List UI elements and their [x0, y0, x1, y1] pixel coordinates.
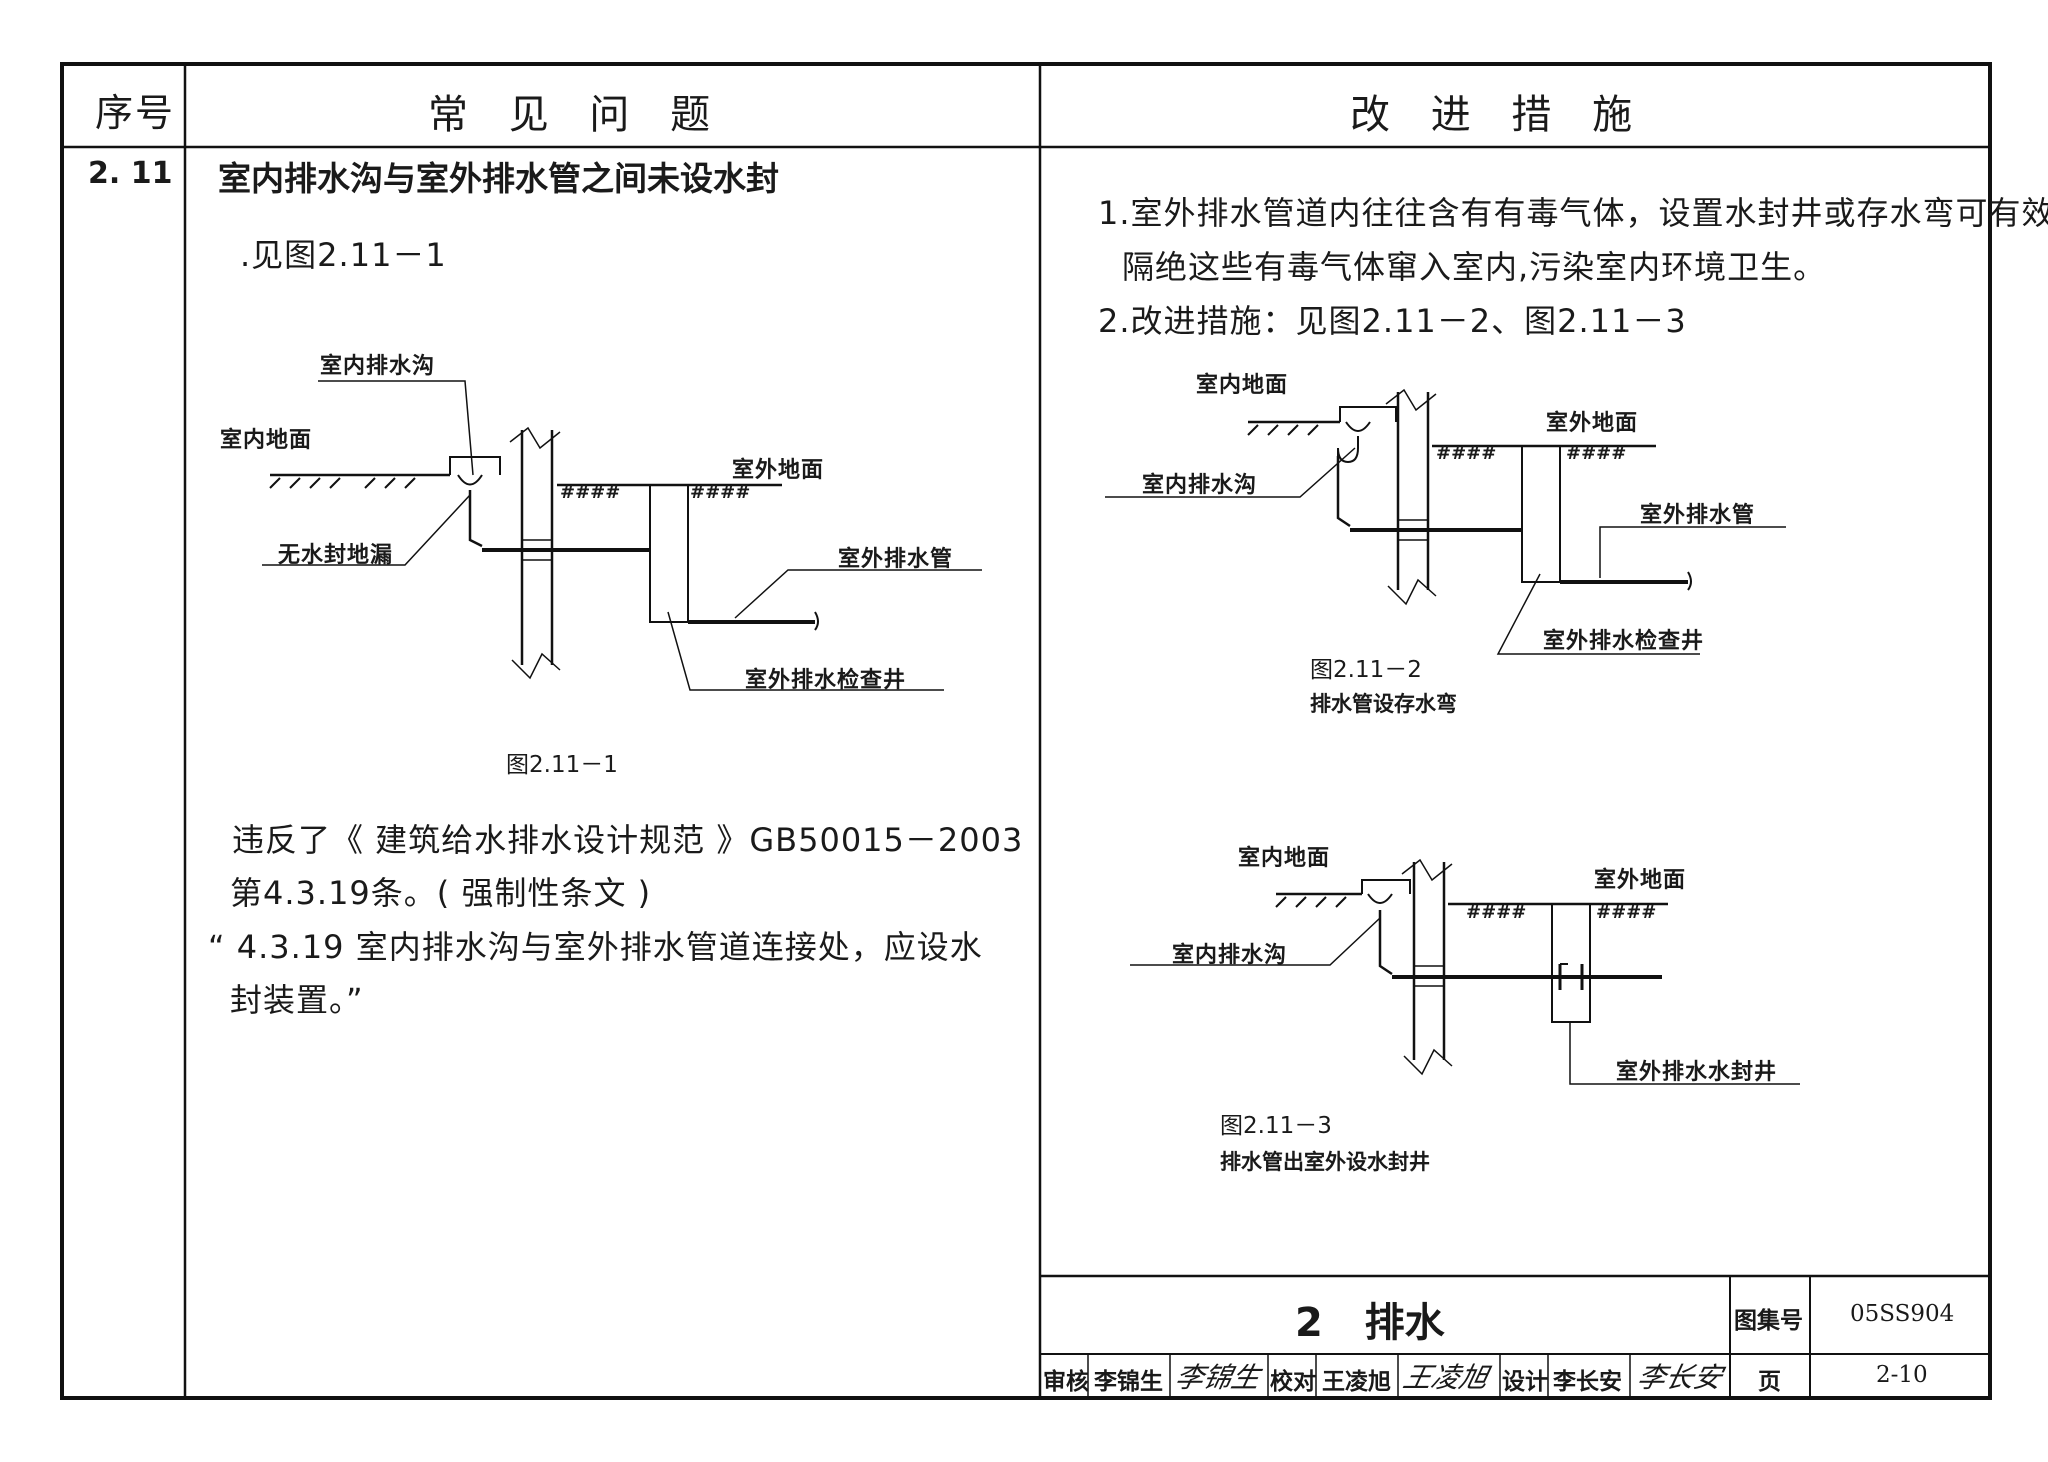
- check-label: 校对: [1270, 1369, 1316, 1395]
- measure-line-2: 隔绝这些有毒气体窜入室内,污染室内环境卫生。: [1122, 248, 1827, 286]
- fig1-label-outdoor-ground: 室外地面: [732, 458, 825, 483]
- review-label: 审核: [1043, 1369, 1089, 1395]
- fig1-label-inspection-well: 室外排水检查井: [745, 668, 907, 693]
- fig1-label-drain: 无水封地漏: [278, 543, 394, 568]
- atlas-no-label: 图集号: [1734, 1308, 1803, 1334]
- fig3-hatch-left: ####: [1466, 902, 1527, 923]
- designer-signature: 李长安: [1634, 1361, 1726, 1394]
- fig3-label-indoor-floor: 室内地面: [1238, 846, 1331, 871]
- checker-signature: 王凌旭: [1400, 1361, 1492, 1394]
- fig1-label-trench: 室内排水沟: [320, 354, 436, 379]
- atlas-no: 05SS904: [1850, 1301, 1955, 1327]
- reviewer-signature: 李锦生: [1172, 1361, 1264, 1394]
- fig2-label-indoor-floor: 室内地面: [1196, 373, 1289, 398]
- design-label: 设计: [1502, 1369, 1548, 1395]
- fig1-label-outdoor-pipe: 室外排水管: [838, 547, 954, 572]
- fig2-label-outdoor-pipe: 室外排水管: [1640, 503, 1756, 528]
- fig3-label-seal-well: 室外排水水封井: [1616, 1060, 1778, 1085]
- fig2-caption-text: 排水管设存水弯: [1310, 692, 1457, 716]
- section-title: 2 排水: [1295, 1300, 1445, 1346]
- problem-title: 室内排水沟与室外排水管之间未设水封: [218, 159, 779, 198]
- fig2-hatch-left: ####: [1436, 443, 1497, 464]
- fig1-hatch-left: ####: [560, 482, 621, 503]
- fig3-hatch-right: ####: [1596, 902, 1657, 923]
- checker-name: 王凌旭: [1322, 1369, 1391, 1395]
- header-col-problem: 常 见 问 题: [428, 92, 725, 138]
- see-figure-ref: .见图2.11－1: [240, 236, 447, 274]
- fig2-label-inspection-well: 室外排水检查井: [1543, 629, 1705, 654]
- fig2-hatch-right: ####: [1566, 443, 1627, 464]
- fig3-caption-text: 排水管出室外设水封井: [1220, 1150, 1430, 1174]
- fig3-label-outdoor-ground: 室外地面: [1594, 868, 1687, 893]
- fig2-label-trench: 室内排水沟: [1142, 473, 1258, 498]
- header-col-measure: 改 进 措 施: [1350, 92, 1647, 138]
- quote-line-2: 封装置。”: [230, 981, 364, 1019]
- page-number: 2-10: [1876, 1362, 1928, 1388]
- designer-name: 李长安: [1553, 1369, 1622, 1395]
- violation-line-2: 第4.3.19条。( 强制性条文 ): [230, 874, 652, 912]
- fig3-caption-no: 图2.11－3: [1220, 1113, 1332, 1139]
- page-label: 页: [1758, 1369, 1781, 1395]
- measure-line-3: 2.改进措施：见图2.11－2、图2.11－3: [1098, 302, 1687, 340]
- fig1-hatch-right: ####: [690, 482, 751, 503]
- fig3-label-trench: 室内排水沟: [1172, 943, 1288, 968]
- row-number: 2. 11: [88, 156, 173, 191]
- header-col-no: 序号: [95, 91, 176, 135]
- measure-line-1: 1.室外排水管道内往往含有有毒气体，设置水封井或存水弯可有效: [1098, 194, 2048, 232]
- fig1-label-indoor-floor: 室内地面: [220, 428, 313, 453]
- fig2-caption-no: 图2.11－2: [1310, 657, 1422, 683]
- reviewer-name: 李锦生: [1094, 1369, 1163, 1395]
- quote-line-1: “ 4.3.19 室内排水沟与室外排水管道连接处，应设水: [208, 928, 983, 966]
- violation-line-1: 违反了《 建筑给水排水设计规范 》GB50015－2003: [232, 821, 1024, 859]
- fig1-caption: 图2.11－1: [506, 752, 618, 778]
- fig2-label-outdoor-ground: 室外地面: [1546, 411, 1639, 436]
